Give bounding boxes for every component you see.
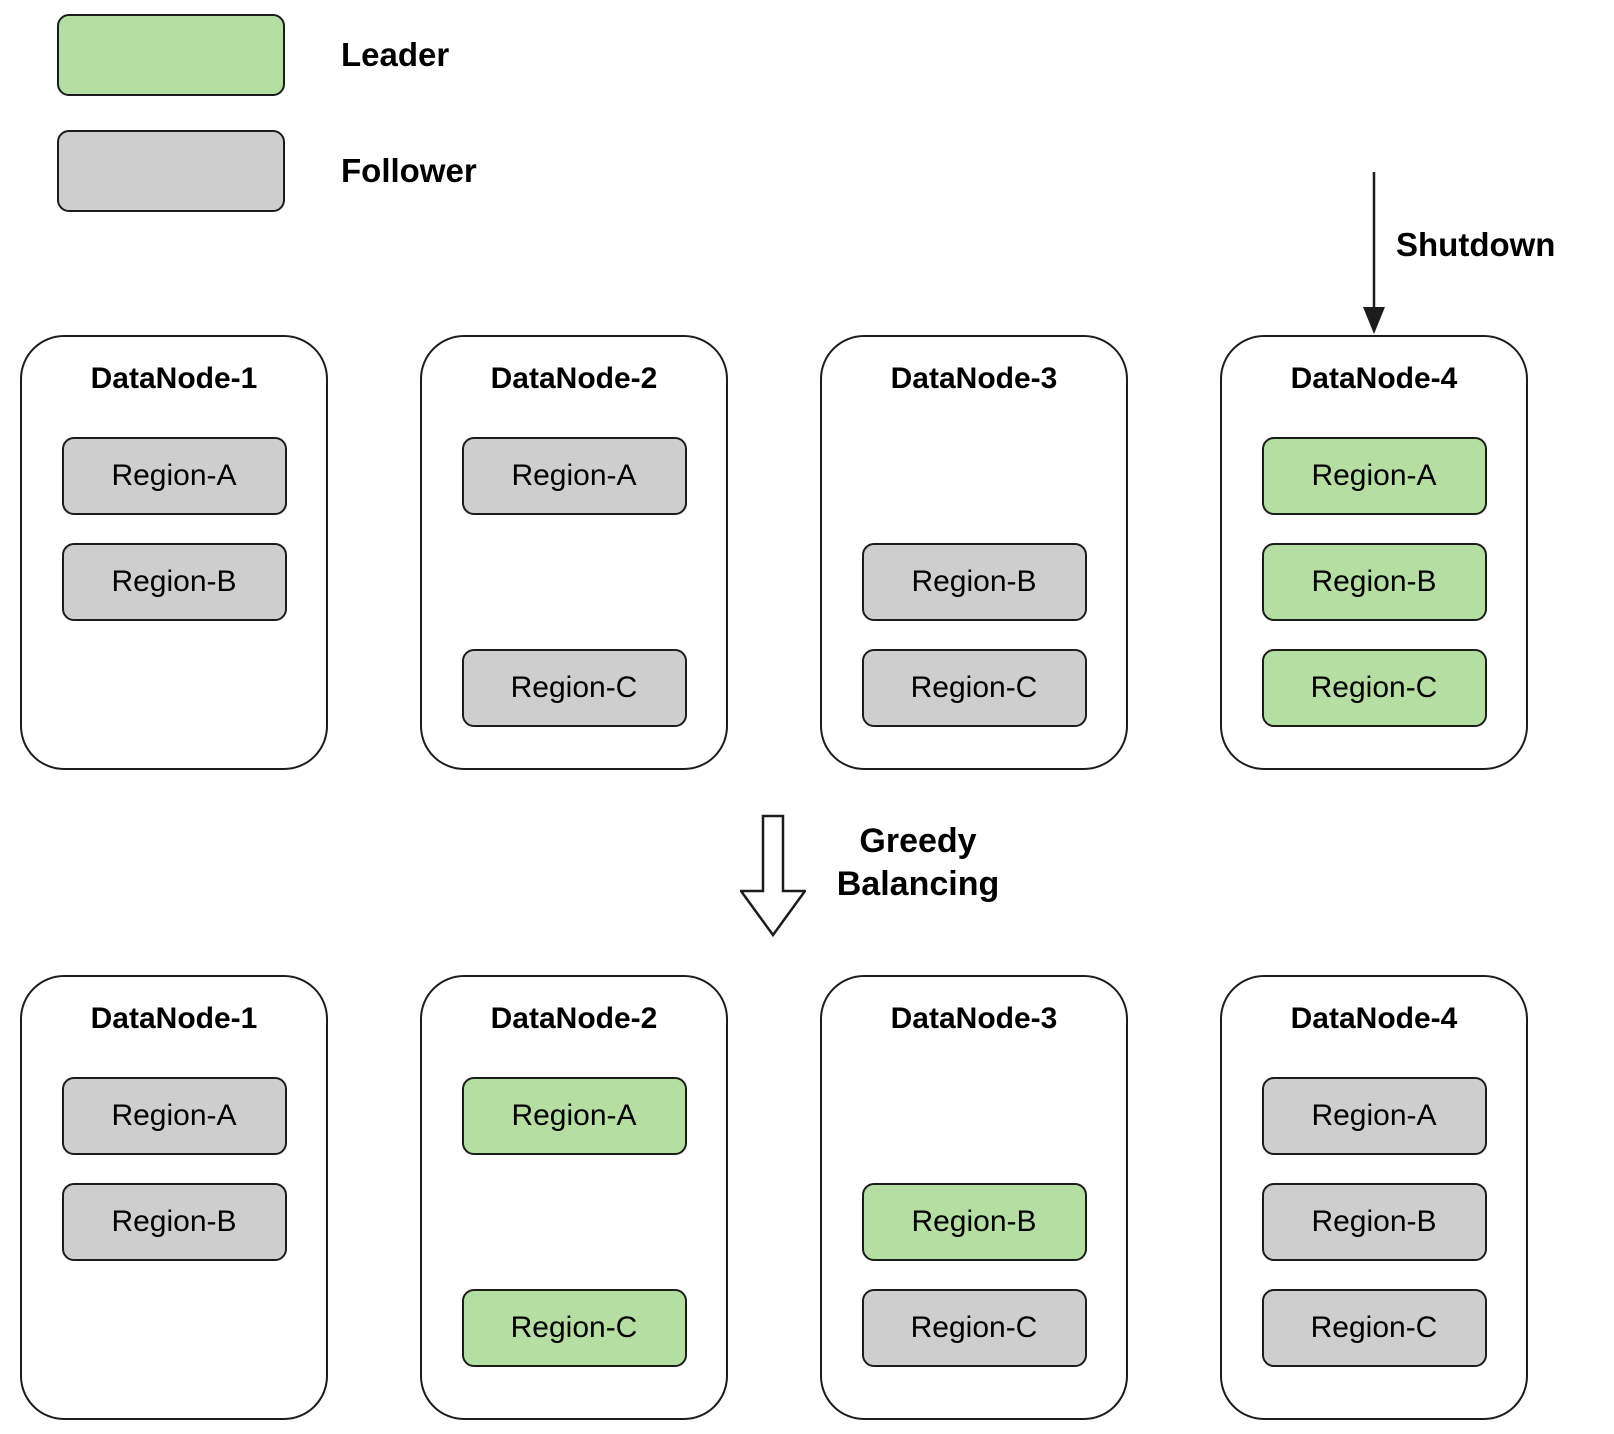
region-slots: Region-A Region-B Region-C (1222, 437, 1526, 727)
region-box: Region-C (861, 1289, 1087, 1367)
bottom-datanode-3: DataNode-3 Region-B Region-C (820, 975, 1128, 1420)
region-label: Region-B (1311, 565, 1437, 598)
bottom-datanode-2: DataNode-2 Region-A Region-C (420, 975, 728, 1420)
bottom-row: DataNode-1 Region-A Region-B DataNode-2 … (20, 975, 1528, 1420)
region-slot-empty (862, 1077, 1087, 1155)
legend-row-leader: Leader (57, 14, 477, 96)
top-datanode-3: DataNode-3 Region-B Region-C (820, 335, 1128, 770)
datanode-title: DataNode-4 (1290, 362, 1458, 395)
region-label: Region-C (1310, 1311, 1438, 1344)
region-label: Region-A (111, 1099, 237, 1132)
region-box: Region-C (861, 649, 1087, 727)
region-box: Region-B (61, 1183, 287, 1261)
region-box: Region-B (1261, 1183, 1487, 1261)
region-box: Region-C (461, 649, 687, 727)
region-label: Region-B (911, 565, 1037, 598)
region-box: Region-A (461, 1077, 687, 1155)
top-datanode-2: DataNode-2 Region-A Region-C (420, 335, 728, 770)
region-label: Region-C (1310, 671, 1438, 704)
greedy-balancing-label-line2: Balancing (836, 865, 1000, 903)
region-box: Region-A (461, 437, 687, 515)
greedy-balancing-label-line1: Greedy (859, 822, 977, 860)
region-label: Region-A (111, 459, 237, 492)
region-slot-empty (62, 649, 287, 727)
region-label: Region-C (510, 1311, 638, 1344)
region-label: Region-C (910, 1311, 1038, 1344)
region-box: Region-A (61, 437, 287, 515)
region-label: Region-B (911, 1205, 1037, 1238)
legend: Leader Follower (57, 14, 477, 212)
bottom-datanode-1: DataNode-1 Region-A Region-B (20, 975, 328, 1420)
datanode-title: DataNode-2 (490, 1002, 658, 1035)
shutdown-label: Shutdown (1396, 226, 1556, 263)
region-label: Region-A (511, 459, 637, 492)
region-slot-empty (462, 1183, 687, 1261)
greedy-balancing-arrow-icon (740, 814, 806, 938)
region-slots: Region-B Region-C (822, 1077, 1126, 1367)
top-datanode-1: DataNode-1 Region-A Region-B (20, 335, 328, 770)
region-label: Region-A (1311, 459, 1437, 492)
region-box: Region-A (1261, 1077, 1487, 1155)
region-slots: Region-A Region-C (422, 1077, 726, 1367)
datanode-title: DataNode-4 (1290, 1002, 1458, 1035)
region-slots: Region-A Region-B Region-C (1222, 1077, 1526, 1367)
region-label: Region-C (910, 671, 1038, 704)
region-slots: Region-A Region-B (22, 437, 326, 727)
greedy-balancing-label: Greedy Balancing (837, 820, 999, 906)
region-slot-empty (62, 1289, 287, 1367)
region-box: Region-C (1261, 1289, 1487, 1367)
region-label: Region-C (510, 671, 638, 704)
region-box: Region-A (61, 1077, 287, 1155)
region-slots: Region-A Region-B (22, 1077, 326, 1367)
bottom-datanode-4: DataNode-4 Region-A Region-B Region-C (1220, 975, 1528, 1420)
region-label: Region-A (511, 1099, 637, 1132)
datanode-title: DataNode-1 (90, 1002, 258, 1035)
region-slot-empty (462, 543, 687, 621)
top-datanode-4: DataNode-4 Region-A Region-B Region-C (1220, 335, 1528, 770)
datanode-title: DataNode-2 (490, 362, 658, 395)
region-label: Region-A (1311, 1099, 1437, 1132)
legend-row-follower: Follower (57, 130, 477, 212)
region-box: Region-A (1261, 437, 1487, 515)
shutdown-arrow-icon (1363, 172, 1385, 334)
region-slots: Region-A Region-C (422, 437, 726, 727)
region-box: Region-B (861, 1183, 1087, 1261)
region-slots: Region-B Region-C (822, 437, 1126, 727)
region-box: Region-C (1261, 649, 1487, 727)
region-label: Region-B (111, 1205, 237, 1238)
region-slot-empty (862, 437, 1087, 515)
region-box: Region-B (861, 543, 1087, 621)
region-label: Region-B (111, 565, 237, 598)
datanode-title: DataNode-3 (890, 362, 1058, 395)
region-label: Region-B (1311, 1205, 1437, 1238)
region-box: Region-C (461, 1289, 687, 1367)
leader-label: Leader (341, 36, 450, 73)
region-box: Region-B (1261, 543, 1487, 621)
follower-label: Follower (341, 152, 477, 189)
datanode-title: DataNode-1 (90, 362, 258, 395)
datanode-title: DataNode-3 (890, 1002, 1058, 1035)
leader-swatch (57, 14, 285, 96)
region-box: Region-B (61, 543, 287, 621)
top-row: DataNode-1 Region-A Region-B DataNode-2 … (20, 335, 1528, 770)
follower-swatch (57, 130, 285, 212)
